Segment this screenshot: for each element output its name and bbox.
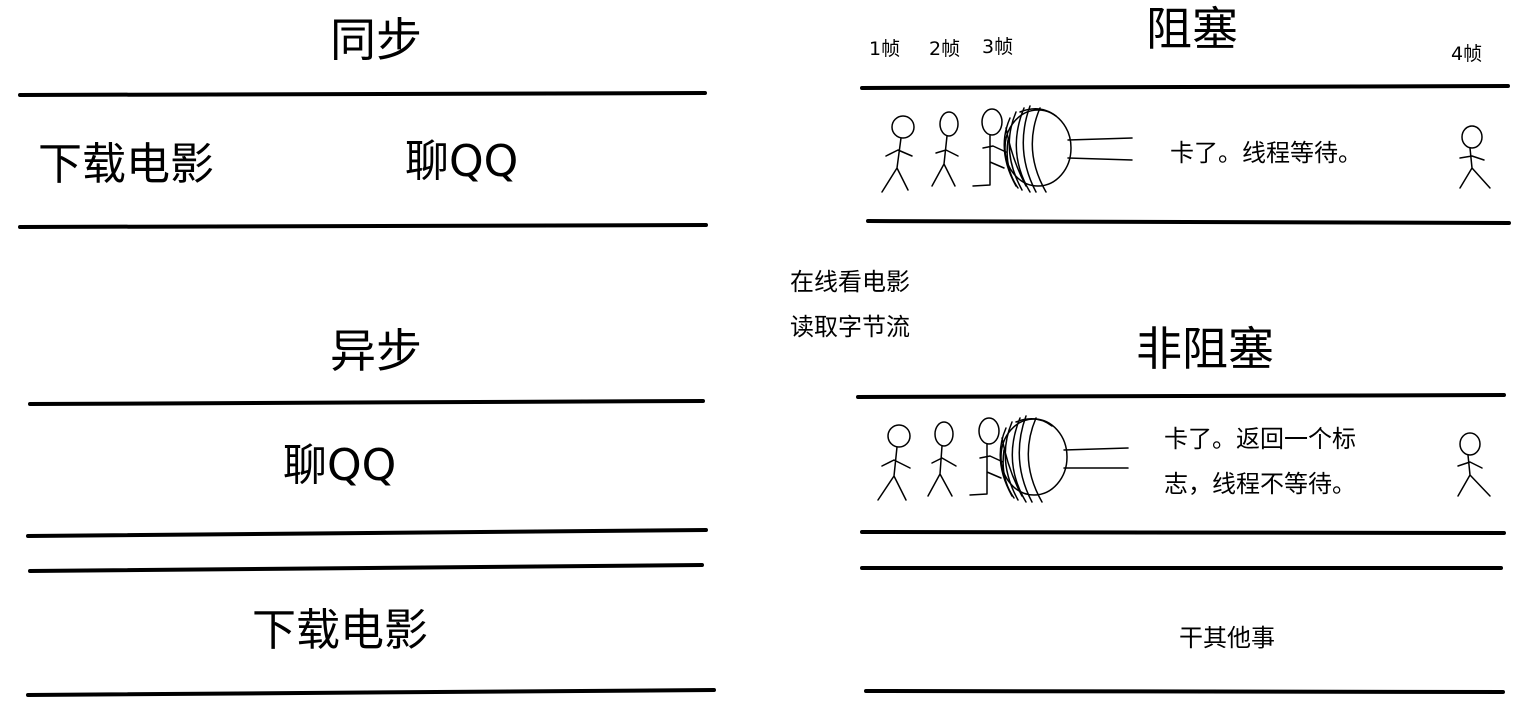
- sync-item-download-movie: 下载电影: [38, 139, 214, 190]
- nonblocking-title: 非阻塞: [1136, 322, 1274, 376]
- frame-label-3: 3帧: [982, 36, 1014, 58]
- scribble-ball-icon: [1003, 105, 1133, 193]
- stick-figure-icon: [1459, 125, 1491, 189]
- blocking-note: 卡了。线程等待。: [1170, 139, 1362, 167]
- stick-figure-icon: [972, 108, 1007, 187]
- async-line-3: [28, 563, 704, 573]
- blocking-title: 阻塞: [1146, 2, 1238, 56]
- async-title: 异步: [330, 324, 422, 378]
- frame-label-1: 1帧: [869, 38, 901, 60]
- async-line-4: [26, 688, 716, 697]
- async-line-2: [26, 528, 708, 538]
- blocking-top-line: [860, 84, 1510, 90]
- nonblocking-note-line-2: 志，线程不等待。: [1164, 470, 1356, 498]
- sync-bottom-line: [18, 223, 708, 229]
- scribble-ball-icon: [999, 415, 1129, 503]
- nonblocking-other-work: 干其他事: [1179, 624, 1275, 652]
- sync-item-chat-qq: 聊QQ: [405, 136, 519, 187]
- stick-figure-icon: [969, 417, 1004, 496]
- blocking-bottom-line: [866, 219, 1511, 225]
- nonblocking-bottom-line: [864, 689, 1505, 694]
- nonblocking-top-line: [856, 393, 1506, 399]
- nonblocking-mid-line: [860, 530, 1506, 535]
- sync-title: 同步: [330, 13, 422, 67]
- stick-figure-icon: [881, 115, 915, 193]
- stick-figure-icon: [931, 111, 959, 187]
- nonblocking-note-line-1: 卡了。返回一个标: [1164, 425, 1356, 453]
- async-item-download-movie: 下载电影: [252, 605, 428, 656]
- sync-top-line: [18, 91, 707, 97]
- stick-figure-icon: [927, 421, 957, 497]
- middle-note-line-2: 读取字节流: [790, 313, 910, 341]
- stick-figure-icon: [1457, 432, 1491, 497]
- async-item-chat-qq: 聊QQ: [283, 440, 397, 491]
- stick-figure-icon: [877, 424, 911, 501]
- frame-label-2: 2帧: [929, 38, 961, 60]
- frame-label-4: 4帧: [1451, 43, 1483, 65]
- async-line-1: [28, 399, 705, 406]
- middle-note-line-1: 在线看电影: [790, 268, 910, 296]
